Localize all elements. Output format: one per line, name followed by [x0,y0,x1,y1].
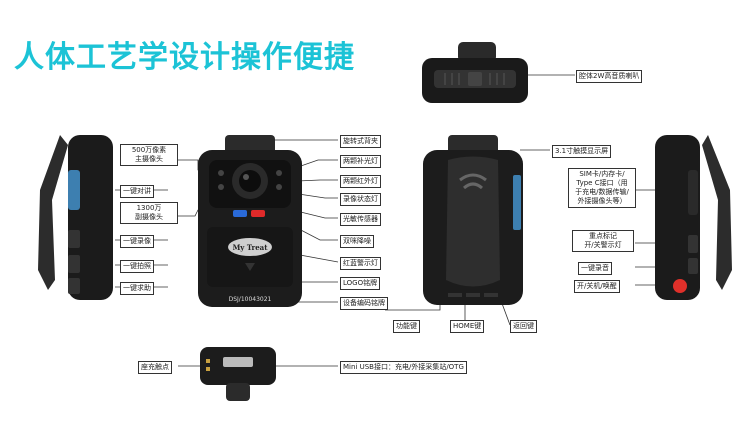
label-func-key: 功能键 [393,320,420,333]
red-light [251,210,265,217]
label-serial-plate: 设备编码铭牌 [340,297,388,310]
label-ir-light: 两颗红外灯 [340,175,381,188]
label-dual-mic: 双咪降噪 [340,235,374,248]
device-top-view [422,42,528,103]
ptt-button [68,170,80,210]
label-mark: 重点标记 开/关警示灯 [572,230,634,252]
label-charge-contact: 座充触点 [138,361,172,374]
label-speaker: 腔体2W高音质喇叭 [576,70,643,83]
device-back-view [423,135,523,305]
label-ptt: 一键对讲 [120,185,154,198]
label-back-key: 返回键 [510,320,537,333]
label-rec-status: 录像状态灯 [340,193,381,206]
label-camera-main: 500万像素 主摄像头 [120,144,178,166]
page-title: 人体工艺学设计操作便捷 [14,40,355,75]
label-logo: LOGO铭牌 [340,277,381,290]
serial-text: DSJ/10043021 [229,296,272,303]
label-record: 一键录像 [120,235,154,248]
power-icon [673,279,687,293]
brand-plate [228,238,272,256]
mic-icon [245,263,255,271]
label-rb-light: 红蓝警示灯 [340,257,381,270]
device-bottom-view [200,347,276,401]
label-ports: SIM卡/内存卡/ Type C接口（用 于充电/数据传输/ 外接摄像头等） [568,168,636,208]
label-usb: Mini USB接口：充电/外接采集站/OTG [340,361,467,374]
label-fill-light: 两颗补光灯 [340,155,381,168]
blue-light [233,210,247,217]
device-front-view: My Treat DSJ/10043021 [198,135,302,307]
brand-text: My Treat [233,243,269,252]
label-sos: 一键求助 [120,282,154,295]
device-right-side [655,135,732,300]
label-photo: 一键拍照 [120,260,154,273]
label-home-key: HOME键 [450,320,485,333]
label-audio: 一键录音 [578,262,612,275]
label-light-sensor: 光敏传感器 [340,213,381,226]
device-left-side [38,135,113,300]
label-touchscreen: 3.1寸触摸显示屏 [552,145,612,158]
label-clip: 旋转式背夹 [340,135,381,148]
label-camera-sub: 1300万 副摄像头 [120,202,178,224]
label-power: 开/关机/唤醒 [574,280,620,293]
